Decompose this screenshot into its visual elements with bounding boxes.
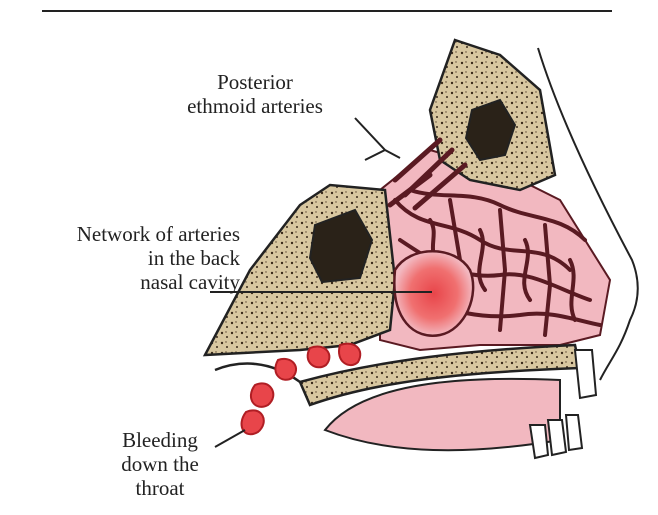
label-line: ethmoid arteries [150, 94, 360, 118]
label-line: Posterior [150, 70, 360, 94]
label-line: Bleeding [95, 428, 225, 452]
label-line: nasal cavity [10, 270, 240, 294]
label-bleeding-throat: Bleeding down the throat [95, 428, 225, 500]
label-posterior-ethmoid: Posterior ethmoid arteries [150, 70, 360, 118]
label-line: down the [95, 452, 225, 476]
label-line: Network of arteries [10, 222, 240, 246]
label-line: throat [95, 476, 225, 500]
bleeding-hotspot [394, 251, 473, 335]
label-network-arteries: Network of arteries in the back nasal ca… [10, 222, 240, 294]
label-line: in the back [10, 246, 240, 270]
